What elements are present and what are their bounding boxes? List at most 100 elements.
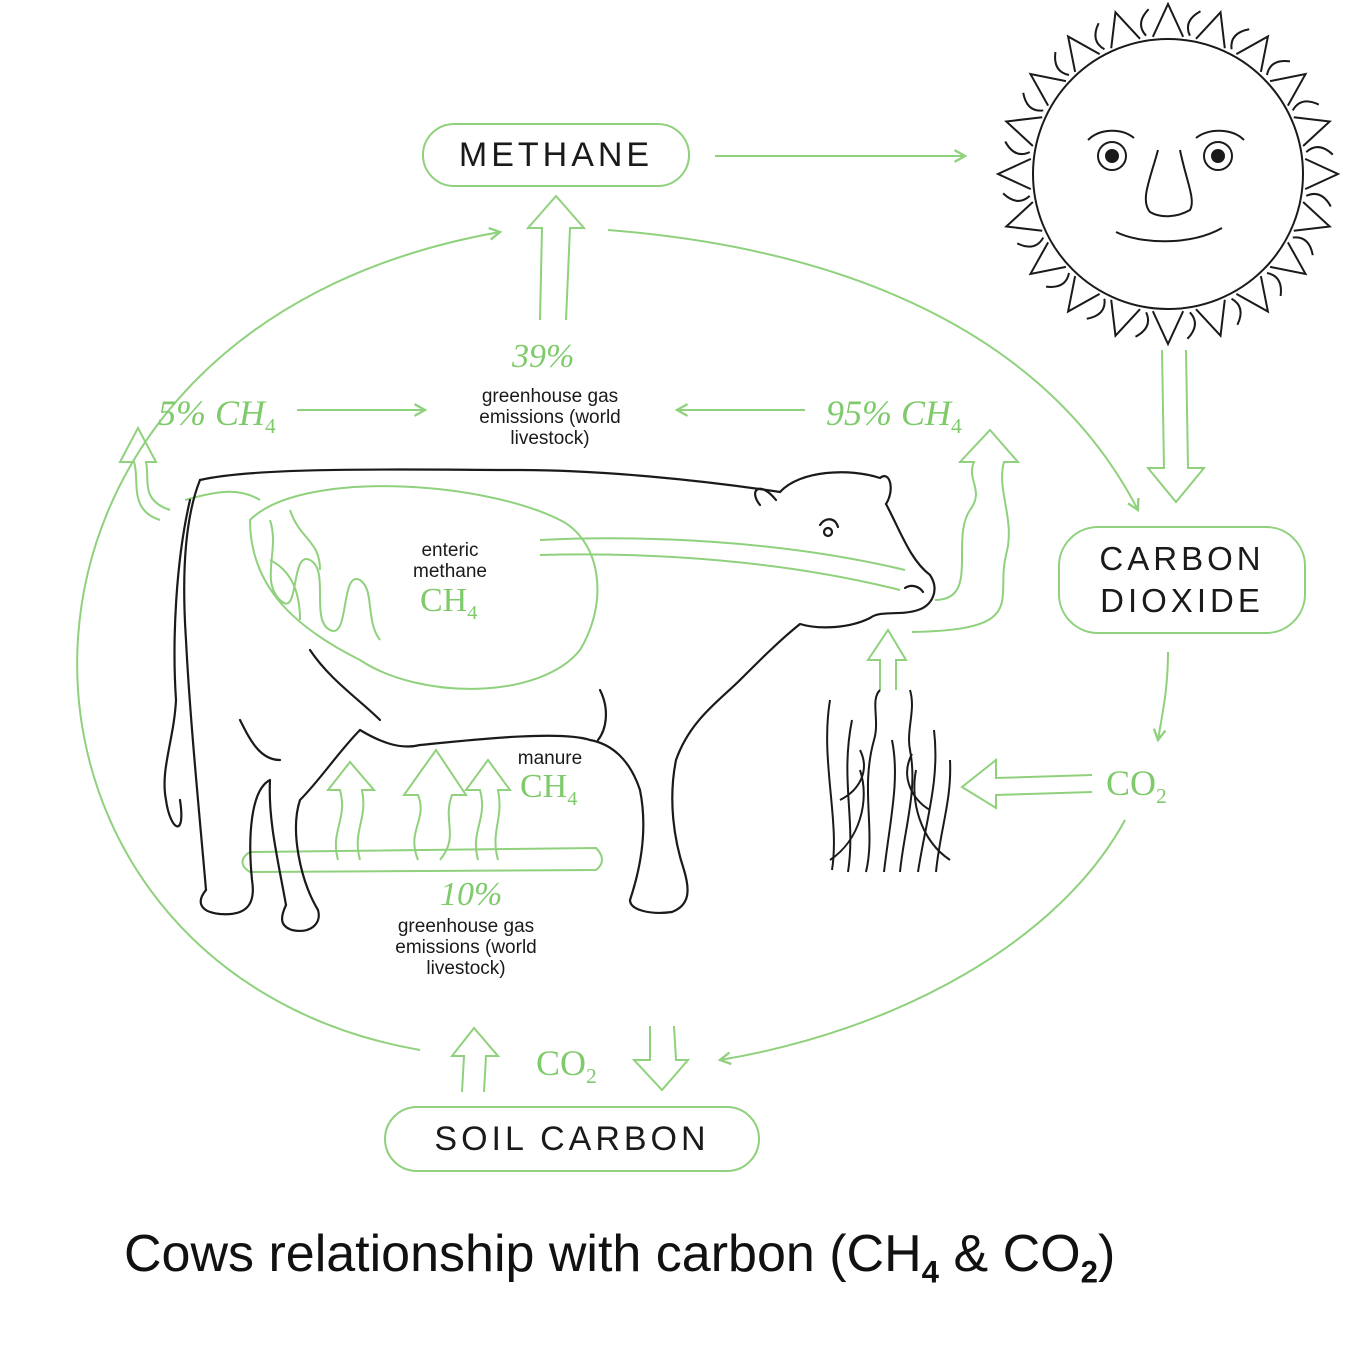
hollow-arrow-co2-to-grass [960, 757, 1093, 810]
wavy-arrow-rear [118, 425, 171, 521]
ch4-5pct-text: 5% CH [158, 393, 265, 433]
sun-wavy-ray [1266, 60, 1291, 76]
enteric-ch4: CH4 [420, 582, 477, 625]
pct-39-label: 39% [512, 338, 575, 375]
rumen-outline [248, 485, 599, 690]
hollow-arrow-to-methane [525, 194, 587, 321]
sun-ray [1028, 72, 1067, 107]
sun-ray [1304, 157, 1341, 191]
co2-bottom-sub: 2 [586, 1064, 597, 1089]
co2-right-label: CO2 [1106, 762, 1167, 809]
sun-wavy-ray [1094, 22, 1105, 51]
sun-ray [1269, 241, 1308, 276]
title-main: Cows relationship with carbon (CH [124, 1225, 922, 1283]
sun-ray [1066, 275, 1101, 314]
sun-ray [1066, 34, 1101, 73]
sun-wavy-ray [1140, 8, 1150, 37]
ghg-top-line3: livestock) [510, 428, 590, 449]
sun-wavy-ray [1086, 298, 1106, 320]
manure-text: manure [517, 748, 583, 769]
sun-wavy-ray [1004, 141, 1031, 156]
esophagus [539, 537, 906, 571]
sun-ray [995, 157, 1032, 191]
wavy-arrow-manure-1 [325, 760, 377, 861]
title-close: ) [1097, 1225, 1116, 1283]
hollow-arrow-grass-to-cow [866, 628, 908, 690]
enteric-text: enteric methane [380, 540, 520, 582]
sun-wavy-ray [1002, 192, 1031, 202]
sun-ray [1004, 116, 1043, 147]
manure-tray [241, 846, 603, 874]
sun-ray [1004, 201, 1043, 232]
sun-ray [1151, 310, 1185, 347]
sun-ray [1235, 34, 1270, 73]
sun-wavy-ray [1230, 28, 1250, 50]
sun-ray [1110, 299, 1141, 338]
ghg-bottom-text: greenhouse gas emissions (world livestoc… [356, 916, 576, 979]
node-methane: METHANE [422, 123, 690, 187]
wavy-arrow-manure-3 [464, 758, 512, 861]
wavy-arrow-manure-2 [402, 748, 468, 861]
sun-wavy-ray [1016, 237, 1045, 248]
enteric-ch4-text: CH [420, 582, 468, 619]
cow-illustration [163, 468, 936, 932]
sun-ray [1235, 275, 1270, 314]
sun-ray [1293, 116, 1332, 147]
enteric-ch4-sub: 4 [467, 601, 478, 624]
sun-wavy-ray [1022, 92, 1044, 112]
sun-wavy-ray [1186, 311, 1196, 340]
intestines [269, 509, 381, 641]
node-co2-line2: DIOXIDE [1100, 582, 1264, 619]
ch4-5pct-sub: 4 [265, 414, 276, 439]
co2-bottom-label: CO2 [536, 1042, 597, 1089]
manure-ch4-sub: 4 [567, 787, 578, 810]
ghg-bottom-line1: greenhouse gas [397, 916, 535, 937]
hollow-arrow-sun-to-co2 [1145, 349, 1207, 504]
hollow-arrow-soil-up [449, 1026, 501, 1093]
ch4-5pct-label: 5% CH4 [158, 392, 276, 439]
wavy-arrow-mouth [911, 428, 1021, 633]
sun-wavy-ray [1291, 100, 1320, 111]
esophagus-2 [539, 553, 901, 591]
page-title: Cows relationship with carbon (CH4 & CO2… [124, 1224, 1115, 1290]
sun-wavy-ray [1231, 297, 1242, 326]
ghg-top-line1: greenhouse gas [481, 386, 619, 407]
arrow-co2-node-to-co2 [1158, 651, 1169, 740]
hollow-arrow-to-soil [631, 1025, 691, 1092]
sun-wavy-ray [1054, 51, 1070, 76]
node-soil-label: SOIL CARBON [434, 1119, 710, 1158]
sun-wavy-ray [1305, 146, 1334, 156]
cycle-arc-left [76, 232, 500, 1051]
node-co2-line1: CARBON [1099, 540, 1265, 577]
sun-wavy-ray [1292, 236, 1314, 256]
sun-wavy-ray [1135, 311, 1150, 338]
title-sub4: 4 [921, 1254, 940, 1290]
sun-ray [1269, 72, 1308, 107]
ch4-95pct-sub: 4 [951, 414, 962, 439]
manure-ch4-text: CH [520, 768, 568, 805]
manure-ch4: CH4 [520, 768, 577, 811]
enteric-line2: methane [413, 561, 487, 582]
node-methane-label: METHANE [458, 135, 654, 174]
grass-icon [826, 689, 952, 873]
sun-ray [1028, 241, 1067, 276]
sun-ray [1110, 10, 1141, 49]
sun-ray [1195, 10, 1226, 49]
co2-right-text: CO [1106, 763, 1157, 803]
sun-ray [1195, 299, 1226, 338]
cycle-arc-bottom-right [720, 819, 1126, 1060]
node-carbon-dioxide: CARBON DIOXIDE [1058, 526, 1306, 634]
sun-ray [1293, 201, 1332, 232]
title-amp-co: & CO [939, 1225, 1081, 1283]
enteric-line1: enteric [421, 540, 479, 561]
co2-bottom-text: CO [536, 1043, 587, 1083]
ghg-top-line2: emissions (world [479, 407, 621, 428]
sun-ray [1151, 1, 1185, 38]
node-soil-carbon: SOIL CARBON [384, 1106, 760, 1172]
sun-wavy-ray [1186, 10, 1201, 37]
sun-wavy-ray [1045, 272, 1070, 288]
ch4-95pct-text: 95% CH [826, 393, 951, 433]
sun-face-icon [995, 1, 1341, 347]
